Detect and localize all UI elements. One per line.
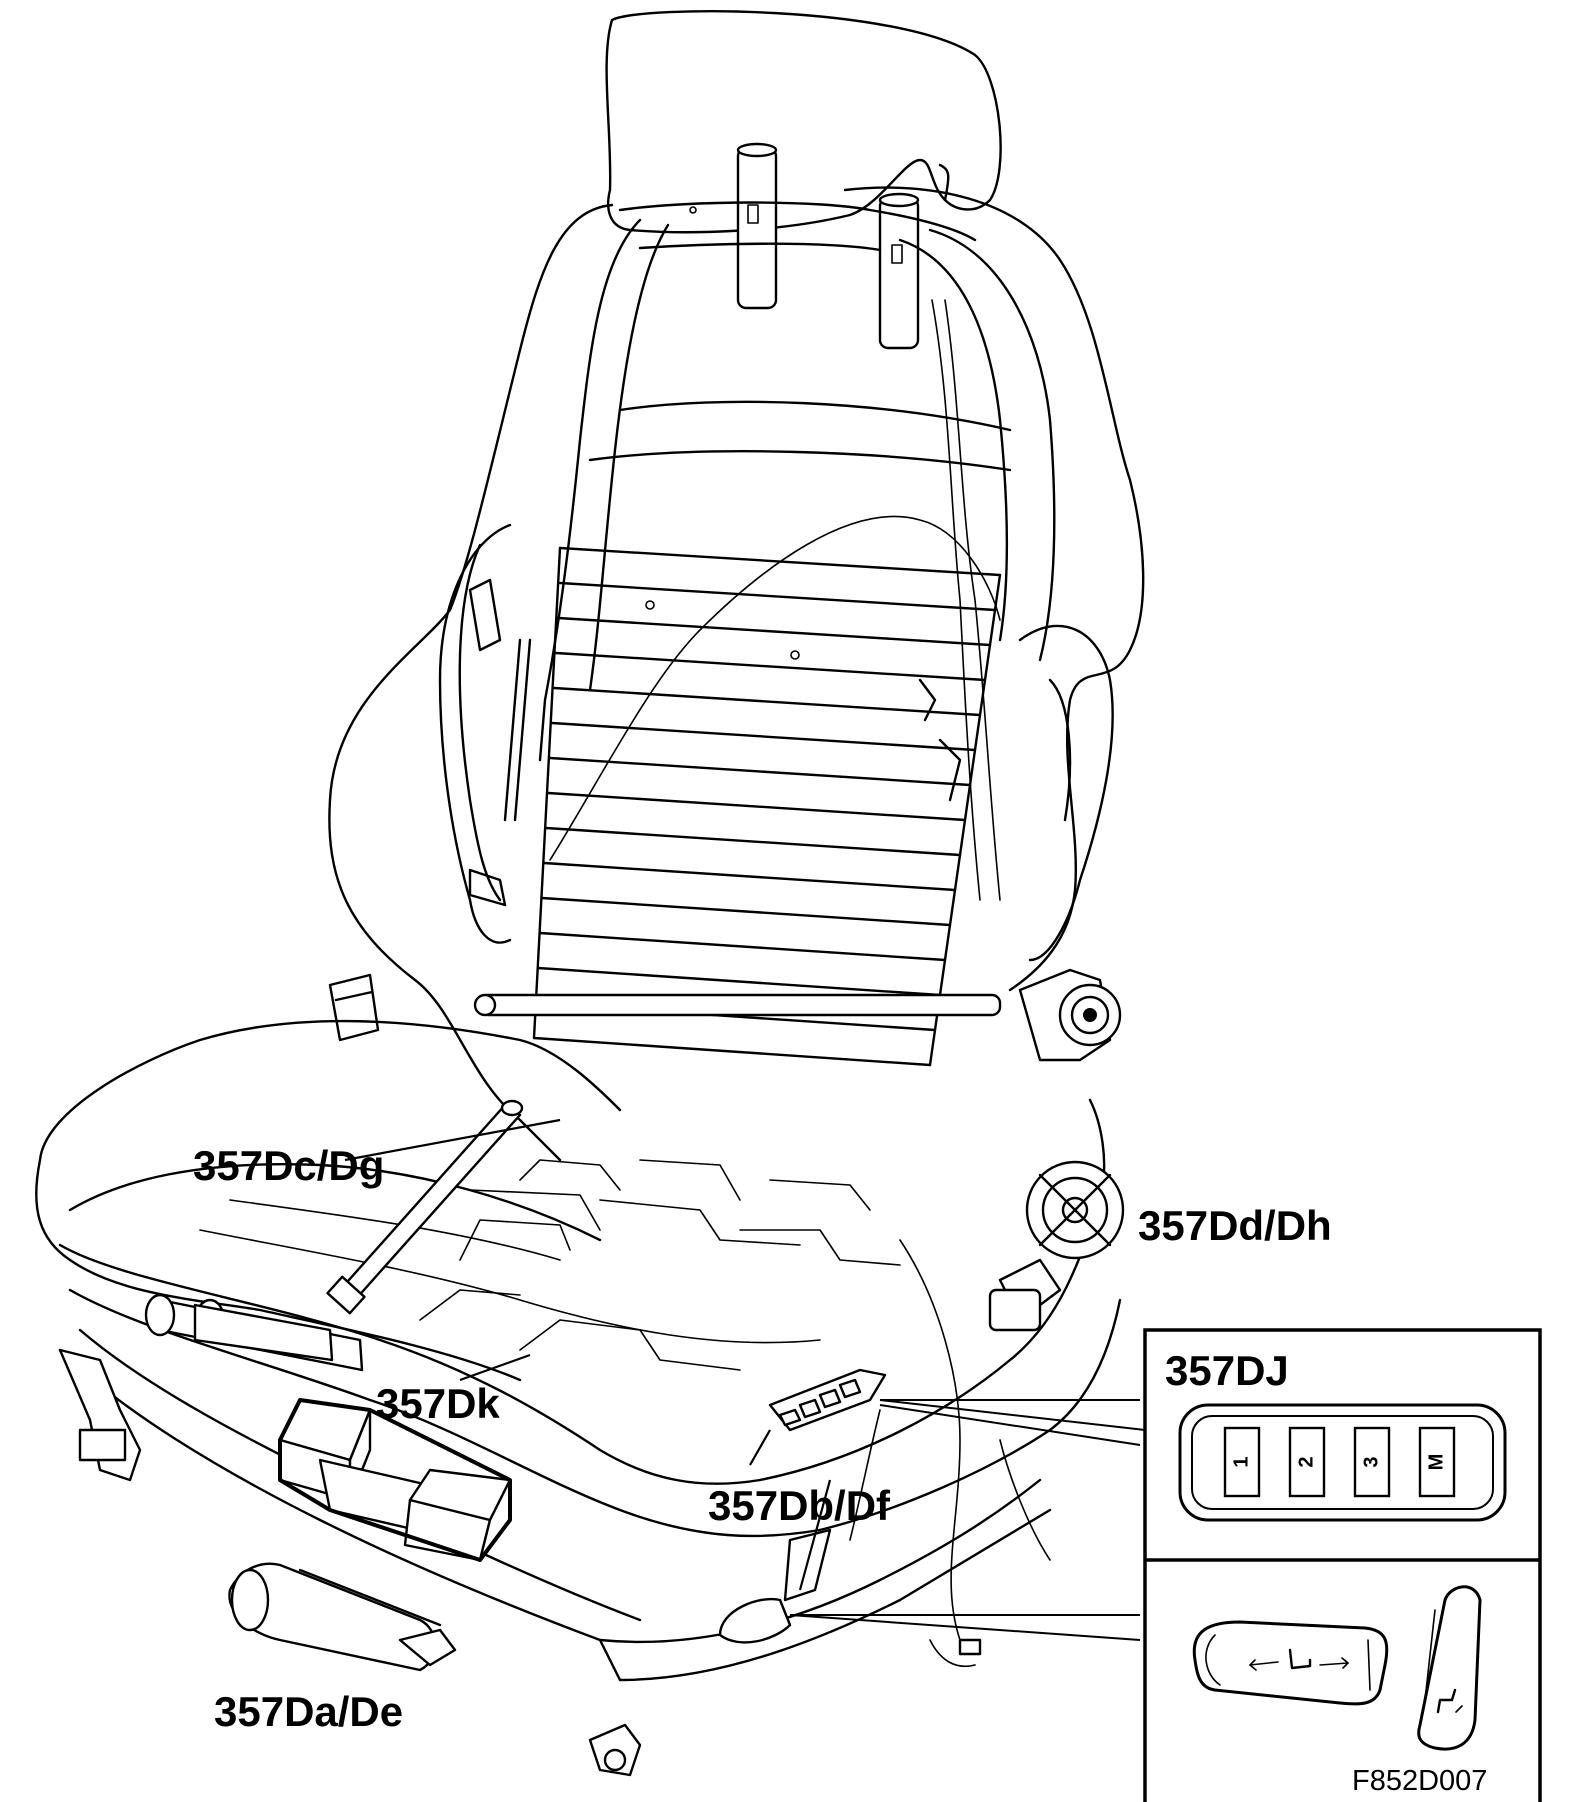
memory-button-3[interactable]: 3 — [1353, 1426, 1391, 1498]
backrest-motor — [988, 1160, 1125, 1332]
memory-button-m[interactable]: M — [1418, 1426, 1456, 1498]
callout-357dj: 357DJ — [1165, 1347, 1289, 1394]
seat-switch-adjust — [718, 1528, 832, 1644]
memory-button-2-label: 2 — [1295, 1456, 1317, 1467]
memory-button-1-label: 1 — [1230, 1456, 1252, 1467]
memory-button-1[interactable]: 1 — [1223, 1426, 1261, 1498]
callout-357dd-dh: 357Dd/Dh — [1138, 1202, 1332, 1249]
recline-knob — [1018, 968, 1122, 1062]
memory-switch-detail: 1 2 3 M — [1178, 1403, 1507, 1522]
detail-panel: 1 2 3 M — [1143, 1328, 1542, 1802]
figure-id: F852D007 — [1352, 1765, 1487, 1797]
callout-357da-de: 357Da/De — [214, 1688, 403, 1735]
memory-button-m-label: M — [1425, 1454, 1447, 1471]
seat-height-motor — [326, 1099, 524, 1315]
backrest — [328, 186, 1145, 1162]
headrest — [605, 10, 1002, 350]
callout-357dc-dg: 357Dc/Dg — [193, 1142, 384, 1189]
callout-357dk: 357Dk — [376, 1380, 500, 1427]
callout-357db-df: 357Db/Df — [708, 1482, 891, 1529]
lumbar-slats — [532, 546, 1002, 1067]
seat-adjust-switch-detail — [1192, 1585, 1482, 1751]
length-motor — [228, 1562, 457, 1672]
control-module — [278, 1398, 512, 1562]
seat-switch-memory-buttons — [768, 1368, 887, 1432]
memory-button-3-label: 3 — [1360, 1456, 1382, 1467]
seat-cushion — [35, 973, 1125, 1777]
leader-lines — [344, 1118, 1146, 1641]
memory-button-2[interactable]: 2 — [1288, 1426, 1326, 1498]
